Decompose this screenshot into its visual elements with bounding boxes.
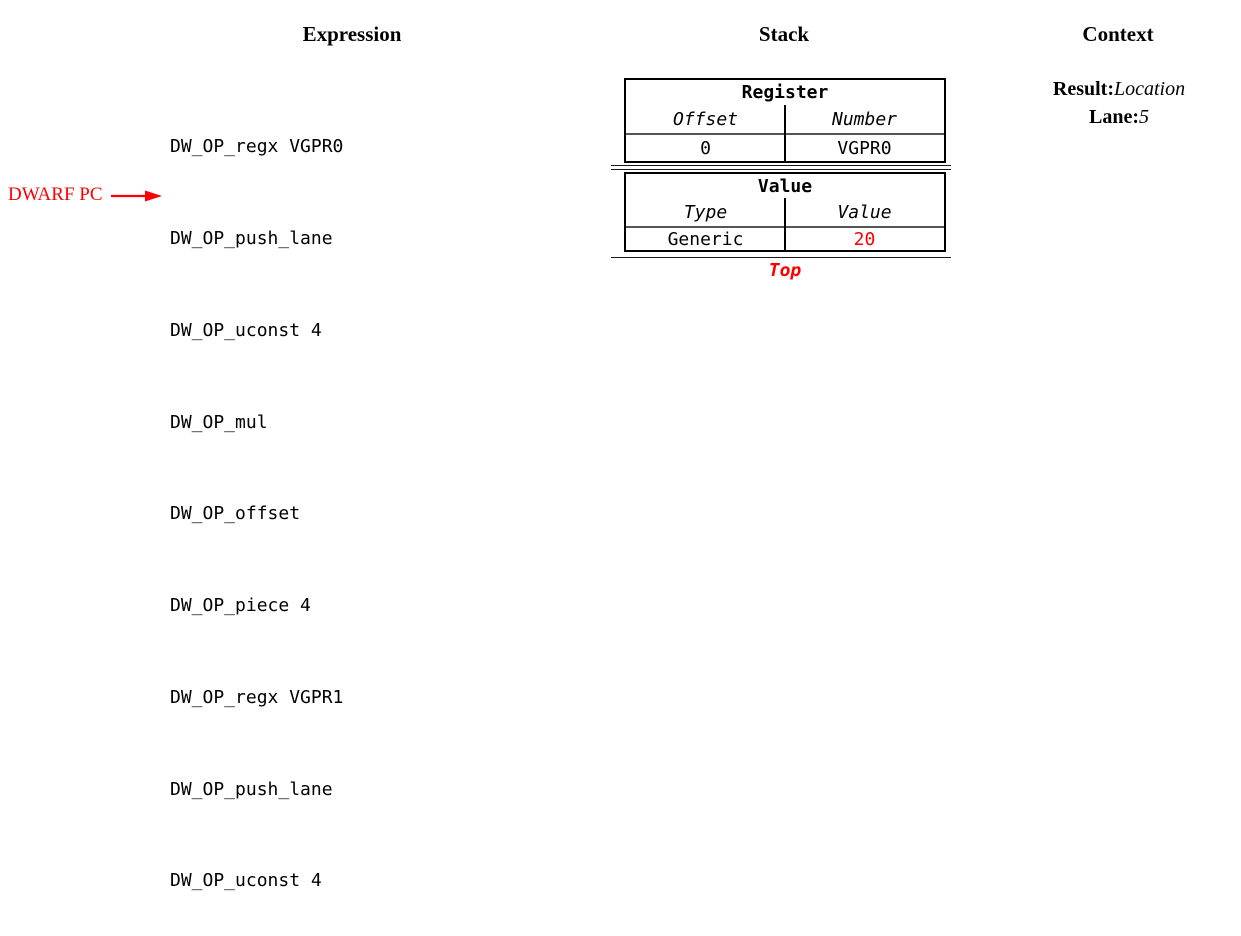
value-type-value: Generic (667, 228, 744, 250)
expression-item: DW_OP_regx VGPR1 (170, 686, 344, 708)
value-type-header: Type (683, 201, 728, 223)
register-offset-header: Offset (672, 108, 739, 130)
expression-item: DW_OP_uconst 4 (170, 319, 322, 341)
stack-slot-divider (611, 257, 951, 258)
context-lane-value: 5 (1139, 106, 1149, 128)
context-lane-line: Lane:5 (999, 106, 1239, 129)
context-lane-label: Lane: (1089, 106, 1139, 128)
register-number-value: VGPR0 (837, 137, 892, 159)
value-value-header: Value (837, 201, 892, 223)
stack-column-heading: Stack (758, 22, 810, 46)
dwarf-expression-diagram: Expression Stack Context DW_OP_regx VGPR… (8, 22, 1239, 891)
value-table-body: Type Value Generic 20 (626, 198, 944, 250)
value-table-title: Value (757, 175, 813, 197)
stack-top-label: Top (768, 260, 802, 281)
dwarf-pc-arrow-icon (111, 190, 162, 202)
register-table-column-divider (784, 105, 786, 161)
register-number-header: Number (831, 108, 898, 130)
expression-column-heading: Expression (302, 22, 402, 46)
expression-item-pc-target: DW_OP_offset (170, 503, 301, 525)
expression-item: DW_OP_push_lane (170, 227, 333, 249)
stack-slot-divider (611, 165, 951, 166)
stack-register-table: Register Offset Number 0 VGPR0 (624, 78, 946, 163)
expression-item: DW_OP_regx VGPR0 (170, 136, 344, 158)
expression-item: DW_OP_piece 4 (170, 595, 311, 617)
context-column-heading: Context (1082, 22, 1154, 46)
expression-item: DW_OP_uconst 4 (170, 870, 322, 892)
register-table-body: Offset Number 0 VGPR0 (626, 105, 944, 161)
value-table-column-divider (784, 198, 786, 250)
stack-slot-divider (611, 169, 951, 170)
expression-item: DW_OP_mul (170, 411, 268, 433)
register-offset-value: 0 (700, 137, 711, 159)
expression-item: DW_OP_push_lane (170, 778, 333, 800)
value-value-value: 20 (853, 228, 876, 250)
context-result-value: Location (1113, 78, 1186, 100)
stack-value-table: Value Type Value Generic 20 (624, 172, 946, 252)
dwarf-pc-label: DWARF PC (8, 184, 103, 205)
context-result-label: Result: (1052, 78, 1114, 100)
context-result-line: Result:Location (999, 78, 1239, 101)
register-table-title: Register (741, 82, 829, 103)
expression-list: DW_OP_regx VGPR0 DW_OP_push_lane DW_OP_u… (170, 71, 343, 936)
